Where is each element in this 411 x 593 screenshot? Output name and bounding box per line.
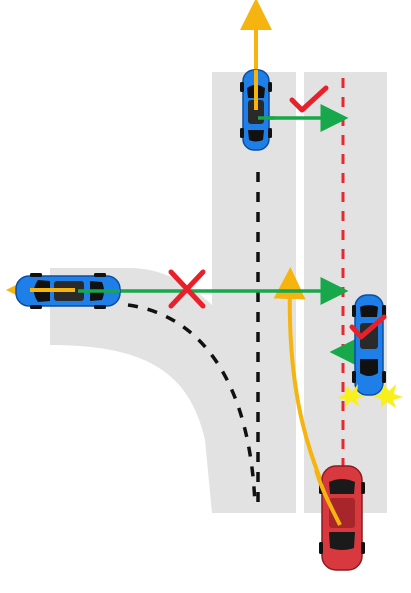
brake-spark-right: [373, 384, 403, 408]
cross-icon: [168, 269, 206, 309]
check-icon: [349, 314, 387, 340]
check-icon: [289, 85, 329, 113]
blue-car-right: [352, 294, 386, 396]
red-car-arrow-overlay: [314, 469, 342, 526]
turn-path-dashes: [127, 303, 257, 506]
brake-spark-left: [337, 384, 365, 408]
side-road: [50, 268, 272, 513]
red-car: [319, 465, 365, 571]
